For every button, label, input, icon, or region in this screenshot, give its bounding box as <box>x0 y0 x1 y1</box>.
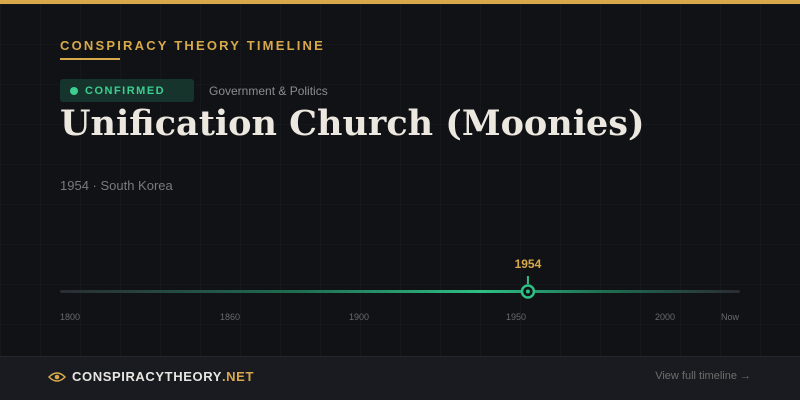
timeline-tick-label: 2000 <box>655 312 675 322</box>
status-label: CONFIRMED <box>85 84 166 97</box>
status-dot-icon <box>70 86 78 95</box>
timeline-tick-label: 1800 <box>60 312 80 322</box>
brand-logo[interactable]: CONSPIRACYTHEORY.NET <box>48 369 254 384</box>
view-full-timeline-link[interactable]: View full timeline → <box>655 370 751 382</box>
timeline-tick-label: 1860 <box>220 312 240 322</box>
timeline-tick-label: Now <box>721 312 740 322</box>
status-badge: CONFIRMED <box>60 79 194 102</box>
footer: CONSPIRACYTHEORY.NET View full timeline … <box>0 356 800 400</box>
event-marker-dot <box>525 289 530 294</box>
page-title: Unification Church (Moonies) <box>60 103 645 144</box>
timeline-track <box>60 290 740 293</box>
timeline-tick-label: 1950 <box>506 312 526 322</box>
eyebrow-underline <box>60 58 120 60</box>
background-grid <box>0 4 800 356</box>
brand-tld: .NET <box>221 369 254 384</box>
eye-icon <box>48 371 66 382</box>
top-accent-bar <box>0 0 800 4</box>
brand-name: CONSPIRACYTHEORY <box>72 369 222 384</box>
timeline-tick-label: 1900 <box>349 312 369 322</box>
timeline: 1800 1860 1900 1950 2000 Now 1954 <box>60 257 740 322</box>
category-label: Government & Politics <box>209 84 328 98</box>
subtitle: 1954 · South Korea <box>60 178 173 193</box>
page-eyebrow: CONSPIRACY THEORY TIMELINE <box>60 38 325 53</box>
event-year-label: 1954 <box>515 257 542 271</box>
